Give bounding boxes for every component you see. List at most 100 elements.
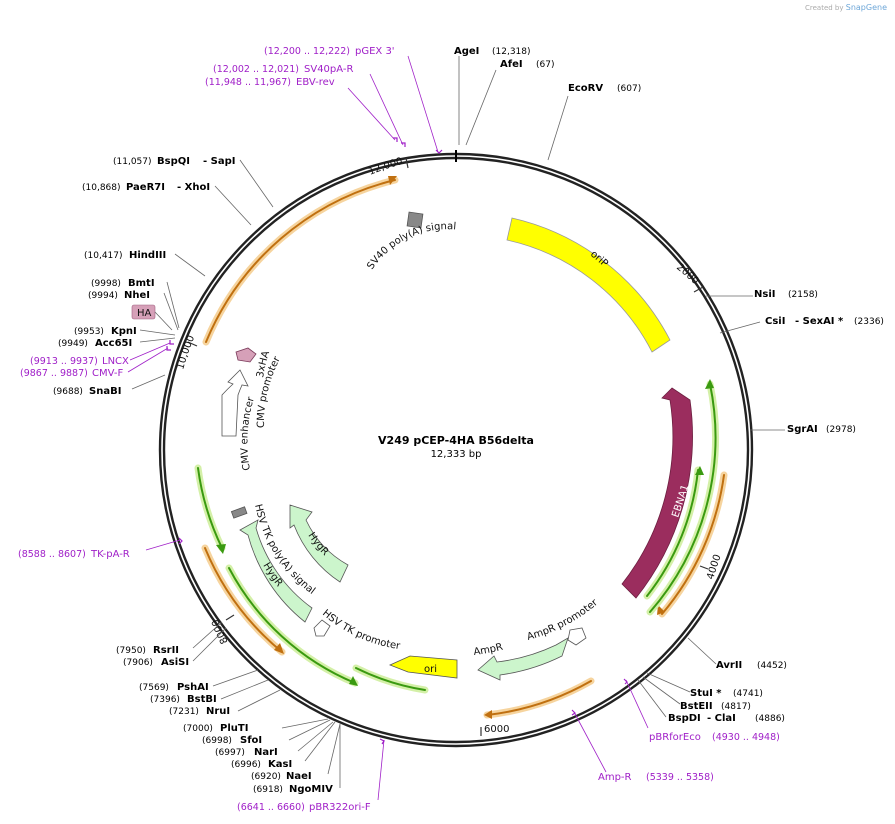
enzyme-hindiii-pos: (10,417): [84, 251, 123, 261]
orf-arc-top-left: [205, 179, 396, 343]
enzyme-pshai: PshAI: [177, 682, 209, 693]
enzyme-csii-pos: (2336): [854, 317, 884, 327]
tick-4000: 4000: [705, 553, 723, 581]
enzyme-acc65i-pos: (9949): [58, 339, 88, 349]
enzyme-bsteii: BstEII: [680, 701, 713, 712]
ha-3x-feature: [235, 347, 257, 363]
green-arc-4: [228, 567, 356, 684]
orip-feature: [506, 217, 671, 353]
tick-6000: 6000: [484, 724, 509, 735]
enzyme-pluti-pos: (7000): [183, 724, 213, 734]
enzyme-xhoi: - XhoI: [177, 182, 210, 193]
hsv-tk-promoter-label: HSV TK promoter: [320, 608, 402, 652]
enzyme-csii: CsiI: [765, 316, 785, 327]
enzyme-afei-pos: (67): [536, 60, 554, 70]
primer-sv40pa-r-range: (12,002 .. 12,021): [213, 64, 299, 75]
plasmid-name: V249 pCEP-4HA B56delta: [378, 434, 534, 447]
enzyme-ecorv-pos: (607): [617, 84, 641, 94]
arrowhead-right: [657, 605, 665, 615]
enzyme-labels: AgeI (12,318) AfeI (67) EcoRV (607) NsiI…: [53, 46, 884, 795]
primer-tk-pa-r-range: (8588 .. 8607): [18, 549, 86, 560]
enzyme-nhei: NheI: [124, 290, 150, 301]
enzyme-bmti-pos: (9998): [91, 279, 121, 289]
enzyme-kpni: KpnI: [111, 326, 137, 337]
enzyme-rsrii: RsrII: [153, 645, 179, 656]
enzyme-bsteii-pos: (4817): [721, 702, 751, 712]
sv40-label: SV40 poly(A) signal: [365, 221, 456, 272]
primer-pgex3-range: (12,200 .. 12,222): [264, 46, 350, 57]
primer-lncx-range: (9913 .. 9937): [30, 356, 98, 367]
primer-cmv-f: CMV-F: [92, 368, 123, 379]
ampr-promoter-label: AmpR promoter: [526, 597, 601, 643]
enzyme-clai: - ClaI: [707, 713, 736, 724]
enzyme-bstbi: BstBI: [187, 694, 217, 705]
enzyme-kasi-pos: (6996): [231, 760, 261, 770]
ebna1-feature: [621, 387, 693, 599]
enzyme-naei: NaeI: [286, 771, 312, 782]
enzyme-agei-pos: (12,318): [492, 47, 531, 57]
green-head-2: [695, 466, 704, 475]
hygr-feature-1: [239, 519, 313, 623]
enzyme-nari-pos: (6997): [215, 748, 245, 758]
enzyme-asisi: AsiSI: [161, 657, 189, 668]
cmv-enhancer-label: CMV enhancer: [239, 395, 257, 471]
enzyme-snabi-pos: (9688): [53, 387, 83, 397]
primer-amp-r: Amp-R: [598, 772, 632, 783]
ori-label: ori: [424, 664, 437, 675]
green-arc-2: [646, 469, 699, 597]
enzyme-bspdi: BspDI: [668, 713, 701, 724]
enzyme-bspqi: BspQI: [157, 156, 190, 167]
primer-pbrforeco-range: (4930 .. 4948): [712, 732, 780, 743]
enzyme-paer7i-pos: (10,868): [82, 183, 121, 193]
arrowhead-bottom: [484, 710, 492, 719]
primer-pbr322ori-f-range: (6641 .. 6660): [237, 802, 305, 813]
enzyme-nrui: NruI: [206, 706, 230, 717]
ampr-feature: [477, 637, 569, 681]
enzyme-naei-pos: (6920): [251, 772, 281, 782]
tick-12000: 12,000: [367, 156, 404, 178]
tick-10000: 10,000: [175, 334, 197, 371]
enzyme-kasi: KasI: [268, 759, 292, 770]
enzyme-sfoi: SfoI: [240, 735, 262, 746]
ha-box-label: HA: [137, 308, 152, 319]
orf-arc-bottom-glow: [483, 677, 595, 719]
green-head-3: [216, 544, 226, 554]
enzyme-sexai: - SexAI *: [795, 316, 844, 327]
enzyme-bspdi-pos: (4886): [755, 714, 785, 724]
primer-pbr322ori-f: pBR322ori-F: [309, 802, 371, 813]
enzyme-acc65i: Acc65I: [95, 338, 132, 349]
green-arc-3-glow: [194, 464, 226, 552]
primer-cmv-f-range: (9867 .. 9887): [20, 368, 88, 379]
green-arc-1: [649, 383, 717, 613]
arrowhead-top-left: [388, 176, 397, 185]
sv40-feature: [406, 211, 424, 229]
ampr-label: AmpR: [473, 642, 504, 658]
enzyme-kpni-pos: (9953): [74, 327, 104, 337]
enzyme-ecorv: EcoRV: [568, 83, 603, 94]
primer-pgex3: pGEX 3': [355, 46, 395, 57]
primer-ebv-rev: EBV-rev: [296, 77, 335, 88]
enzyme-sgrai: SgrAI: [787, 424, 818, 435]
green-arc-5: [355, 667, 426, 691]
green-head-1: [705, 379, 714, 389]
enzyme-pluti: PluTI: [220, 723, 248, 734]
plasmid-size: 12,333 bp: [431, 449, 482, 460]
enzyme-sgrai-pos: (2978): [826, 425, 856, 435]
enzyme-avrii-pos: (4452): [757, 661, 787, 671]
enzyme-pshai-pos: (7569): [139, 683, 169, 693]
orf-arc-right: [661, 474, 725, 615]
enzyme-avrii: AvrII: [716, 660, 742, 671]
primer-sv40pa-r: SV40pA-R: [304, 64, 353, 75]
ori-feature: [388, 655, 458, 679]
orf-arc-bottom: [486, 680, 592, 716]
enzyme-agei: AgeI: [454, 46, 479, 57]
enzyme-bspqi-pos: (11,057): [113, 157, 152, 167]
enzyme-rsrii-pos: (7950): [116, 646, 146, 656]
primer-ebv-rev-range: (11,948 .. 11,967): [205, 77, 291, 88]
enzyme-sfoi-pos: (6998): [202, 736, 232, 746]
primer-amp-r-range: (5339 .. 5358): [646, 772, 714, 783]
enzyme-stui: StuI *: [690, 688, 722, 699]
hygr-feature-2: [289, 504, 349, 583]
primer-labels: (12,200 .. 12,222) pGEX 3' (12,002 .. 12…: [18, 46, 780, 813]
